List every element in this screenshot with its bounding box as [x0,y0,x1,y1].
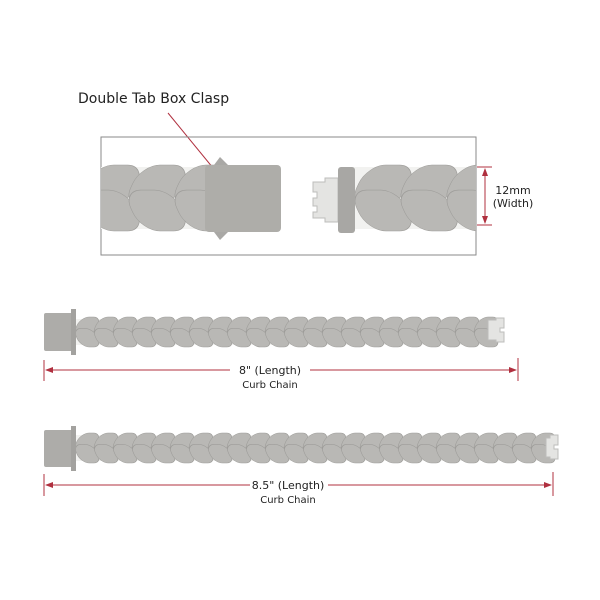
bracelet-8in-type: Curb Chain [242,380,298,391]
chain-link [446,189,476,232]
bracelet-8-5in-clasp [44,430,75,467]
bracelet-8-5in-tongue [545,434,559,460]
clasp-detail-frame [100,136,477,256]
bracelet-8in [44,309,505,355]
width-label: (Width) [493,197,534,210]
bracelet-8-5in-length: 8.5" (Length) [252,479,325,492]
width-dimension [477,166,492,226]
bracelet-8-5in-type: Curb Chain [260,495,316,506]
bracelet-8in-tongue [487,317,505,343]
clasp-tongue [312,177,339,223]
length-dimension-8in [43,358,519,381]
width-value: 12mm [495,184,530,197]
length-dimension-8-5in [43,472,554,496]
callout-label: Double Tab Box Clasp [78,91,229,107]
detail-chain-links [101,164,476,232]
bracelet-8in-length: 8" (Length) [239,364,301,377]
bracelet-8in-links [74,316,499,348]
clasp-end-block [338,167,355,233]
bracelet-8-5in [44,426,559,471]
box-clasp [205,165,281,232]
bracelet-8-5in-links [74,432,556,464]
bracelet-8in-clasp [44,313,75,351]
